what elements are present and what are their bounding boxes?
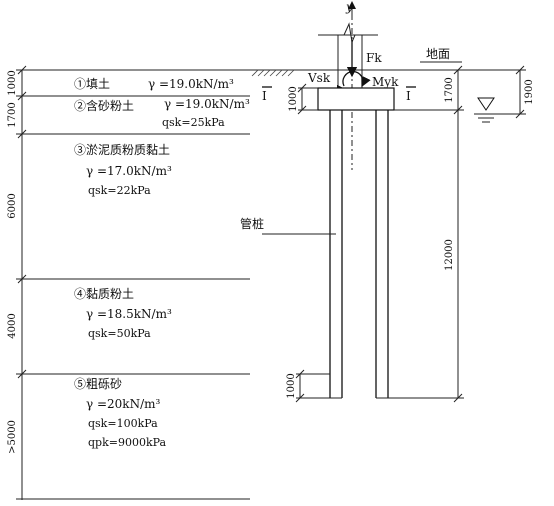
layer-5-gamma: γ =20kN/m³ (86, 397, 161, 411)
dim-left-1: 1000 (7, 70, 18, 95)
soil-layer-2: ②含砂粉土 γ =19.0kN/m³ qsk=25kPa (74, 97, 250, 129)
pile-cap (317, 87, 395, 111)
soil-layer-4: ④黏质粉土 γ =18.5kN/m³ qsk=50kPa (74, 287, 172, 340)
section-mark-left: Ⅰ (262, 86, 272, 103)
layer-5-qpk: qpk=9000kPa (88, 436, 167, 449)
pile-label: 管桩 (240, 216, 264, 231)
dim-left-4: 4000 (7, 313, 18, 338)
layer-3-name: ③淤泥质粉质黏土 (74, 143, 170, 157)
section-mark-left-label: Ⅰ (262, 89, 267, 103)
dim-pile-end: 1000 (286, 373, 297, 398)
moment-label: Myk (372, 75, 399, 89)
vertical-load-fk: Fk (346, 40, 382, 78)
soil-layer-3: ③淤泥质粉质黏土 γ =17.0kN/m³ qsk=22kPa (74, 143, 172, 197)
layer-3-qsk: qsk=22kPa (88, 184, 151, 197)
shear-label: Vsk (307, 71, 331, 85)
ground-surface: 地面 (250, 47, 470, 77)
dim-water: 1900 (524, 79, 535, 104)
cap-dimension: 1000 (288, 83, 318, 115)
dim-left-2: 1700 (7, 102, 18, 127)
layer-5-name: ⑤粗砾砂 (74, 377, 122, 391)
layer-1-name: ①填土 (74, 77, 110, 91)
water-table (474, 97, 498, 123)
layer-3-gamma: γ =17.0kN/m³ (86, 164, 172, 178)
pile-end-dimension: 1000 (286, 369, 330, 403)
ground-label: 地面 (426, 47, 450, 61)
layer-2-qsk: qsk=25kPa (162, 116, 225, 129)
dim-cap: 1000 (288, 86, 299, 111)
layer-2-name: ②含砂粉土 (74, 98, 134, 113)
force-label: Fk (366, 51, 382, 65)
layer-5-qsk: qsk=100kPa (88, 417, 158, 430)
dim-pile-length: 12000 (444, 239, 455, 271)
shear-load-vsk: Vsk (307, 71, 348, 96)
section-mark-right-label: Ⅰ (406, 89, 411, 103)
section-mark-right: Ⅰ (406, 86, 416, 103)
layer-4-qsk: qsk=50kPa (88, 327, 151, 340)
right-dimension-water: 1900 (470, 65, 535, 119)
dim-cap-top: 1700 (444, 77, 455, 102)
pile-right (375, 110, 389, 399)
layer-2-gamma: γ =19.0kN/m³ (164, 97, 250, 111)
layer-4-name: ④黏质粉土 (74, 287, 134, 301)
moment-load-myk: Myk (342, 70, 399, 89)
right-dimension-cap-top: 1700 12000 (388, 65, 464, 403)
pile-left (329, 110, 343, 399)
y-axis-label: y (345, 0, 353, 14)
soil-layer-1: ①填土 γ =19.0kN/m³ (74, 77, 234, 91)
layer-4-gamma: γ =18.5kN/m³ (86, 307, 172, 321)
left-dimension-chain: 1000 1700 6000 4000 >5000 (7, 65, 250, 500)
dim-left-3: 6000 (7, 193, 18, 218)
soil-layer-5: ⑤粗砾砂 γ =20kN/m³ qsk=100kPa qpk=9000kPa (74, 377, 167, 449)
dim-left-5: >5000 (7, 420, 18, 454)
pile-label-group: 管桩 (240, 216, 336, 235)
layer-1-gamma: γ =19.0kN/m³ (148, 77, 234, 91)
